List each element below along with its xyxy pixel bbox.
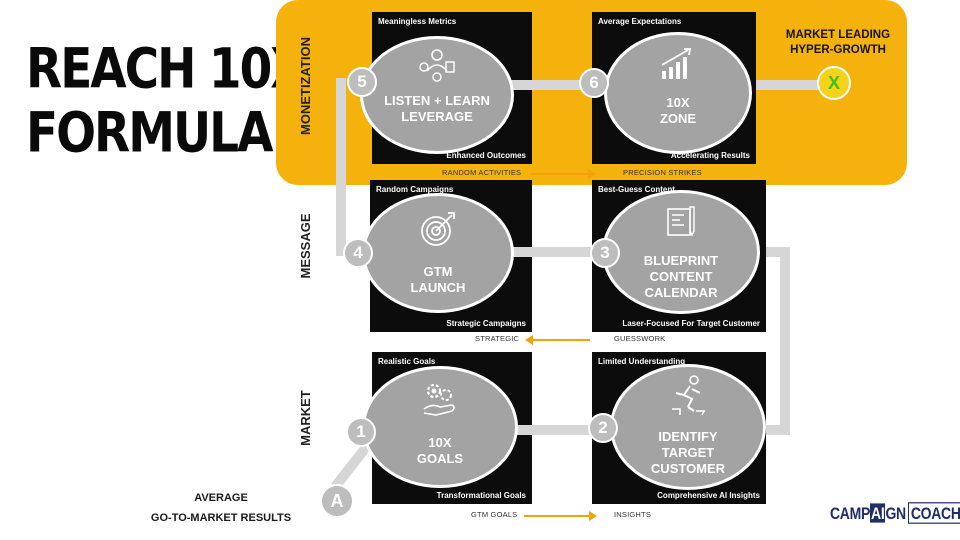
connector-3-elbow bbox=[762, 247, 790, 257]
growth-chart-icon bbox=[661, 48, 692, 79]
step-2-number: 2 bbox=[588, 413, 618, 443]
section-label-message: MESSAGE bbox=[298, 213, 313, 279]
step-4-title-line2: LAUNCH bbox=[410, 280, 466, 295]
step-6-ellipse: 10X ZONE bbox=[604, 32, 752, 154]
start-label: AVERAGE GO-TO-MARKET RESULTS bbox=[140, 488, 302, 528]
transition-3-from: RANDOM ACTIVITIES bbox=[442, 168, 522, 177]
step-4-number: 4 bbox=[343, 238, 373, 268]
step-4-before-label: Random Campaigns bbox=[376, 185, 454, 194]
step-3-title-line1: BLUEPRINT bbox=[643, 253, 719, 268]
transition-1-arrow bbox=[524, 511, 597, 521]
title-line-1: REACH 10X bbox=[26, 36, 307, 102]
start-marker: A bbox=[320, 484, 354, 518]
step-3-title-line2: CONTENT bbox=[649, 269, 713, 284]
step-2-title-line3: CUSTOMER bbox=[650, 461, 726, 476]
step-1-number: 1 bbox=[346, 417, 376, 447]
transition-1-from: GTM GOALS bbox=[471, 510, 518, 519]
connector-5-to-4 bbox=[336, 78, 346, 256]
step-1-after-label: Transformational Goals bbox=[436, 491, 526, 500]
step-6-title-line2: ZONE bbox=[659, 111, 697, 126]
step-5-after-label: Enhanced Outcomes bbox=[446, 151, 526, 160]
connector-5-to-6 bbox=[500, 80, 610, 90]
step-1-title-line2: GOALS bbox=[416, 451, 464, 466]
step-3-number: 3 bbox=[590, 238, 620, 268]
transition-2-from: GUESSWORK bbox=[614, 334, 666, 343]
start-label-line2: GO-TO-MARKET RESULTS bbox=[150, 512, 292, 524]
step-5-ellipse: LISTEN + LEARN LEVERAGE bbox=[360, 36, 514, 154]
goal-label: MARKET LEADING HYPER-GROWTH bbox=[782, 28, 894, 58]
analytics-person-icon bbox=[419, 49, 455, 82]
step-5-title-line1: LISTEN + LEARN bbox=[384, 93, 490, 108]
connector-2-elbow bbox=[762, 425, 790, 435]
step-2-ellipse: IDENTIFY TARGET CUSTOMER bbox=[610, 364, 766, 490]
connector-4-to-3 bbox=[500, 247, 610, 257]
gears-hand-icon bbox=[423, 383, 455, 416]
step-2-title-line1: IDENTIFY bbox=[658, 429, 718, 444]
step-3-title-line3: CALENDAR bbox=[644, 285, 718, 300]
start-label-line1: AVERAGE bbox=[194, 492, 248, 504]
blueprint-icon bbox=[667, 206, 695, 237]
step-2-after-label: Comprehensive AI Insights bbox=[657, 491, 760, 500]
step-4-after-label: Strategic Campaigns bbox=[446, 319, 526, 328]
transition-2-arrow bbox=[525, 335, 590, 345]
step-5-title-line2: LEVERAGE bbox=[401, 109, 473, 124]
step-4-title-line1: GTM bbox=[423, 264, 453, 279]
target-icon bbox=[421, 212, 455, 246]
transition-1-to: INSIGHTS bbox=[614, 510, 652, 519]
step-3-ellipse: BLUEPRINT CONTENT CALENDAR bbox=[602, 190, 760, 314]
connector-1-to-2 bbox=[500, 425, 610, 435]
step-6-title-line1: 10X bbox=[666, 95, 690, 110]
step-6-before-label: Average Expectations bbox=[598, 17, 682, 26]
logo-part-1: CAMP bbox=[830, 503, 871, 523]
connector-6-to-x bbox=[740, 80, 830, 90]
transition-2-to: STRATEGIC bbox=[475, 334, 520, 343]
logo-part-4: COACH bbox=[907, 502, 960, 524]
transition-3-to: PRECISION STRIKES bbox=[623, 168, 702, 177]
section-label-market: MARKET bbox=[298, 390, 313, 446]
step-3-before-label: Best-Guess Content bbox=[598, 185, 675, 194]
step-3-after-label: Laser-Focused For Target Customer bbox=[622, 319, 760, 328]
section-label-monetization: MONETIZATION bbox=[298, 37, 313, 135]
step-1-title-line1: 10X bbox=[428, 435, 452, 450]
step-6-after-label: Accelerating Results bbox=[670, 151, 750, 160]
logo-part-3: GN bbox=[885, 503, 906, 523]
goal-label-line1: MARKET LEADING bbox=[785, 29, 891, 41]
step-1-before-label: Realistic Goals bbox=[378, 357, 436, 366]
step-2-title-line2: TARGET bbox=[661, 445, 715, 460]
step-2-before-label: Limited Understanding bbox=[598, 357, 686, 366]
connector-3-to-2 bbox=[780, 247, 790, 435]
goal-label-line2: HYPER-GROWTH bbox=[790, 44, 886, 56]
step-5-number: 5 bbox=[347, 67, 377, 97]
step-1-ellipse: 10X GOALS bbox=[362, 366, 518, 488]
step-5-before-label: Meaningless Metrics bbox=[378, 17, 457, 26]
running-figure-icon bbox=[672, 375, 706, 416]
title-line-2: FORMULA bbox=[26, 100, 274, 166]
page-title: REACH 10X FORMULA bbox=[26, 36, 307, 166]
step-4-ellipse: GTM LAUNCH bbox=[362, 193, 514, 313]
goal-marker: X bbox=[817, 66, 851, 100]
transition-3-arrow bbox=[531, 169, 596, 179]
logo-part-2: AI bbox=[870, 503, 886, 523]
step-6-number: 6 bbox=[579, 68, 609, 98]
